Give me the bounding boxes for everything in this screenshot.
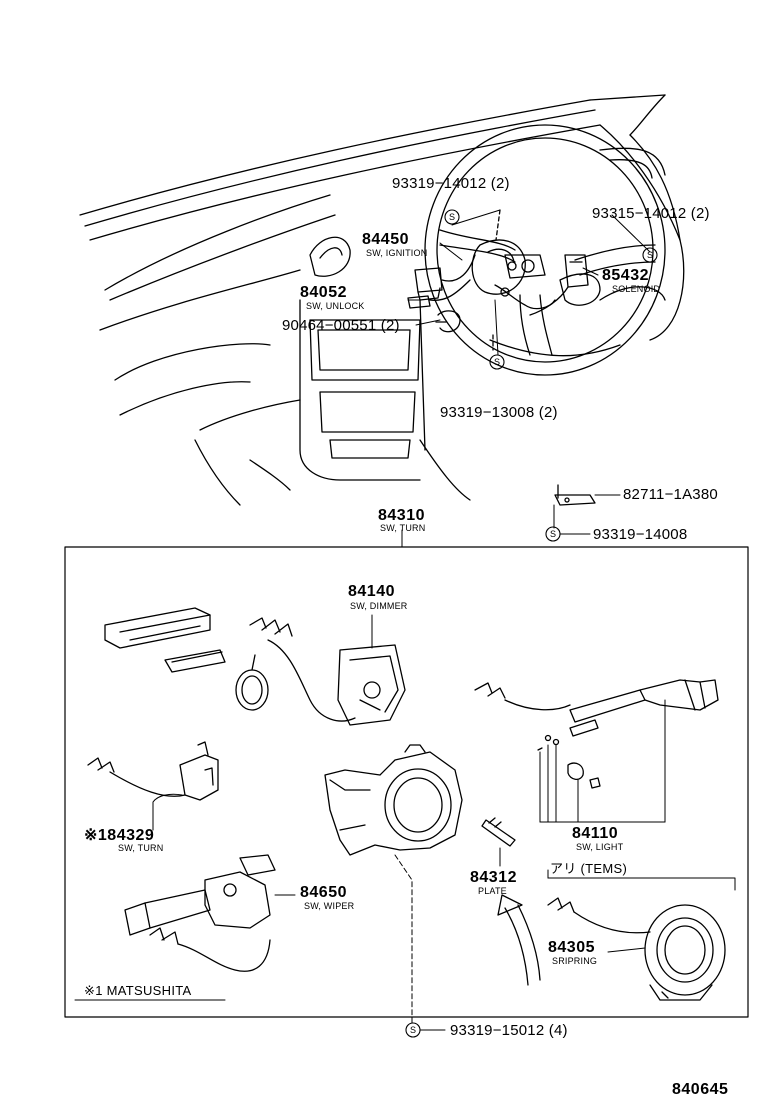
- part-84312: 84312: [470, 869, 517, 886]
- part-84305: 84305: [548, 939, 595, 956]
- dimmer-switch-part: [249, 617, 406, 726]
- part-93319-15012: 93319−15012 (4): [450, 1022, 568, 1039]
- spiral-cable-part: [547, 897, 726, 1001]
- lower-dashed-guides: [394, 854, 413, 1026]
- part-84140: 84140: [348, 583, 395, 600]
- screw-symbol-icon: [405, 1022, 421, 1038]
- part-93315-14012: 93315−14012 (2): [592, 205, 710, 222]
- screw-symbol-label: S: [550, 529, 557, 539]
- part-85432-desc: SOLENOID: [612, 284, 661, 294]
- light-switch-part: [474, 679, 719, 789]
- unlock-switch-part: [407, 279, 471, 309]
- part-84450-desc: SW, IGNITION: [366, 248, 428, 258]
- lower-leaders-top: [401, 494, 621, 548]
- part-93319-14008: 93319−14008: [593, 526, 688, 543]
- screw-symbol-icon: [545, 526, 561, 542]
- figure-number: 840645: [672, 1081, 729, 1098]
- part-84310: 84310: [378, 507, 425, 524]
- part-84650: 84650: [300, 884, 347, 901]
- part-184329-desc: SW, TURN: [118, 843, 164, 853]
- clamp-part: [435, 310, 461, 333]
- part-93319-14012: 93319−14012 (2): [392, 175, 510, 192]
- matsushita-note: ※1 MATSUSHITA: [84, 983, 192, 998]
- part-84110: 84110: [572, 825, 619, 842]
- direction-arrow-icon: [497, 894, 541, 986]
- solenoid-part: [529, 254, 589, 316]
- dashboard-illustration: [79, 94, 685, 506]
- part-82711-1a380: 82711−1A380: [623, 486, 718, 503]
- part-84310-desc: SW, TURN: [380, 523, 426, 533]
- tems-note: アリ (TEMS): [550, 861, 628, 876]
- part-84140-desc: SW, DIMMER: [350, 601, 408, 611]
- part-84650-desc: SW, WIPER: [304, 901, 355, 911]
- screw-symbol-label: S: [449, 212, 456, 222]
- part-84110-desc: SW, LIGHT: [576, 842, 624, 852]
- part-84052-desc: SW, UNLOCK: [306, 301, 365, 311]
- part-93319-13008: 93319−13008 (2): [440, 404, 558, 421]
- upper-dashed-guides: [492, 209, 501, 351]
- screw-symbol-label: S: [410, 1025, 417, 1035]
- bracket-part: [554, 484, 596, 506]
- turn-switch-matsushita-part: [87, 741, 219, 801]
- wire-clamp-part: [235, 654, 269, 711]
- lower-leaders: [74, 614, 736, 1001]
- plate-part: [481, 817, 516, 847]
- part-184329: ※184329: [84, 827, 155, 844]
- screw-symbol-icons: [444, 209, 658, 370]
- connector-blocks-part: [104, 607, 226, 673]
- part-85432: 85432: [602, 267, 649, 284]
- combination-switch-body-part: [324, 744, 463, 856]
- part-90464-00551: 90464−00551 (2): [282, 317, 400, 334]
- screw-symbol-label: S: [647, 250, 654, 260]
- part-84305-desc: SRIPRING: [552, 956, 598, 966]
- part-84052: 84052: [300, 284, 347, 301]
- turn-switch-assembly-box: [64, 546, 749, 1018]
- wiper-switch-part: [124, 854, 276, 972]
- screw-symbol-label: S: [494, 357, 501, 367]
- part-84312-desc: PLATE: [478, 886, 507, 896]
- upper-leaders: [407, 209, 651, 356]
- part-84450: 84450: [362, 231, 409, 248]
